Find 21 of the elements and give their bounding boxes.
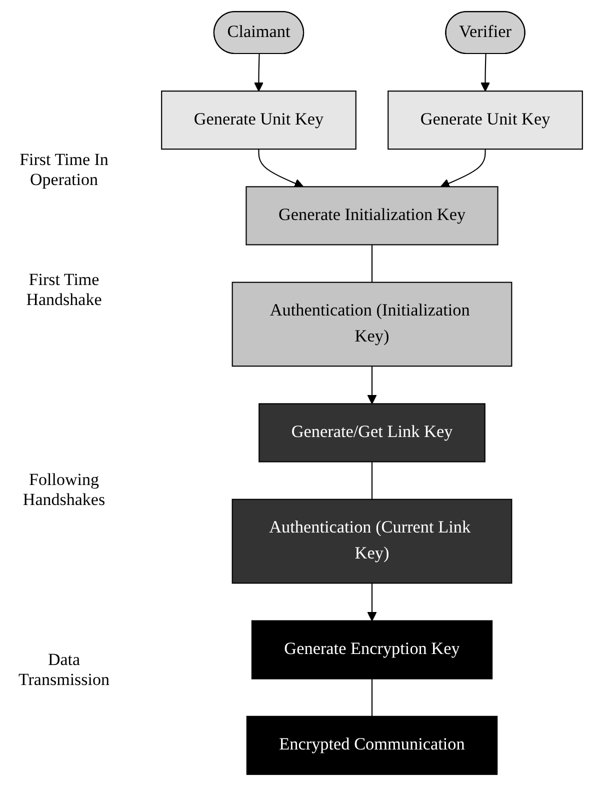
arrow [254,54,264,92]
arrow [258,149,304,188]
phase-label: Following Handshakes [22,470,106,511]
node-box: Encrypted Communication [246,716,498,775]
arrow [367,366,377,404]
arrow [367,583,377,622]
connector [371,462,373,500]
connector [371,678,373,716]
phase-label: First Time In Operation [18,150,110,191]
node-box: Generate Encryption Key [251,620,493,680]
arrow [480,54,490,92]
node-box: Authentication (Current Link Key) [232,498,512,584]
node-box: Generate/Get Link Key [258,403,486,462]
phase-label: Data Transmission [17,650,110,691]
connector [371,244,373,282]
node-box: Authentication (Initialization Key) [232,282,512,367]
arrow [440,149,486,188]
node-box: Generate Initialization Key [246,186,498,246]
node-box: Generate Unit Key [388,90,583,150]
phase-label: First Time Handshake [25,270,103,311]
node-box: Generate Unit Key [161,90,356,150]
